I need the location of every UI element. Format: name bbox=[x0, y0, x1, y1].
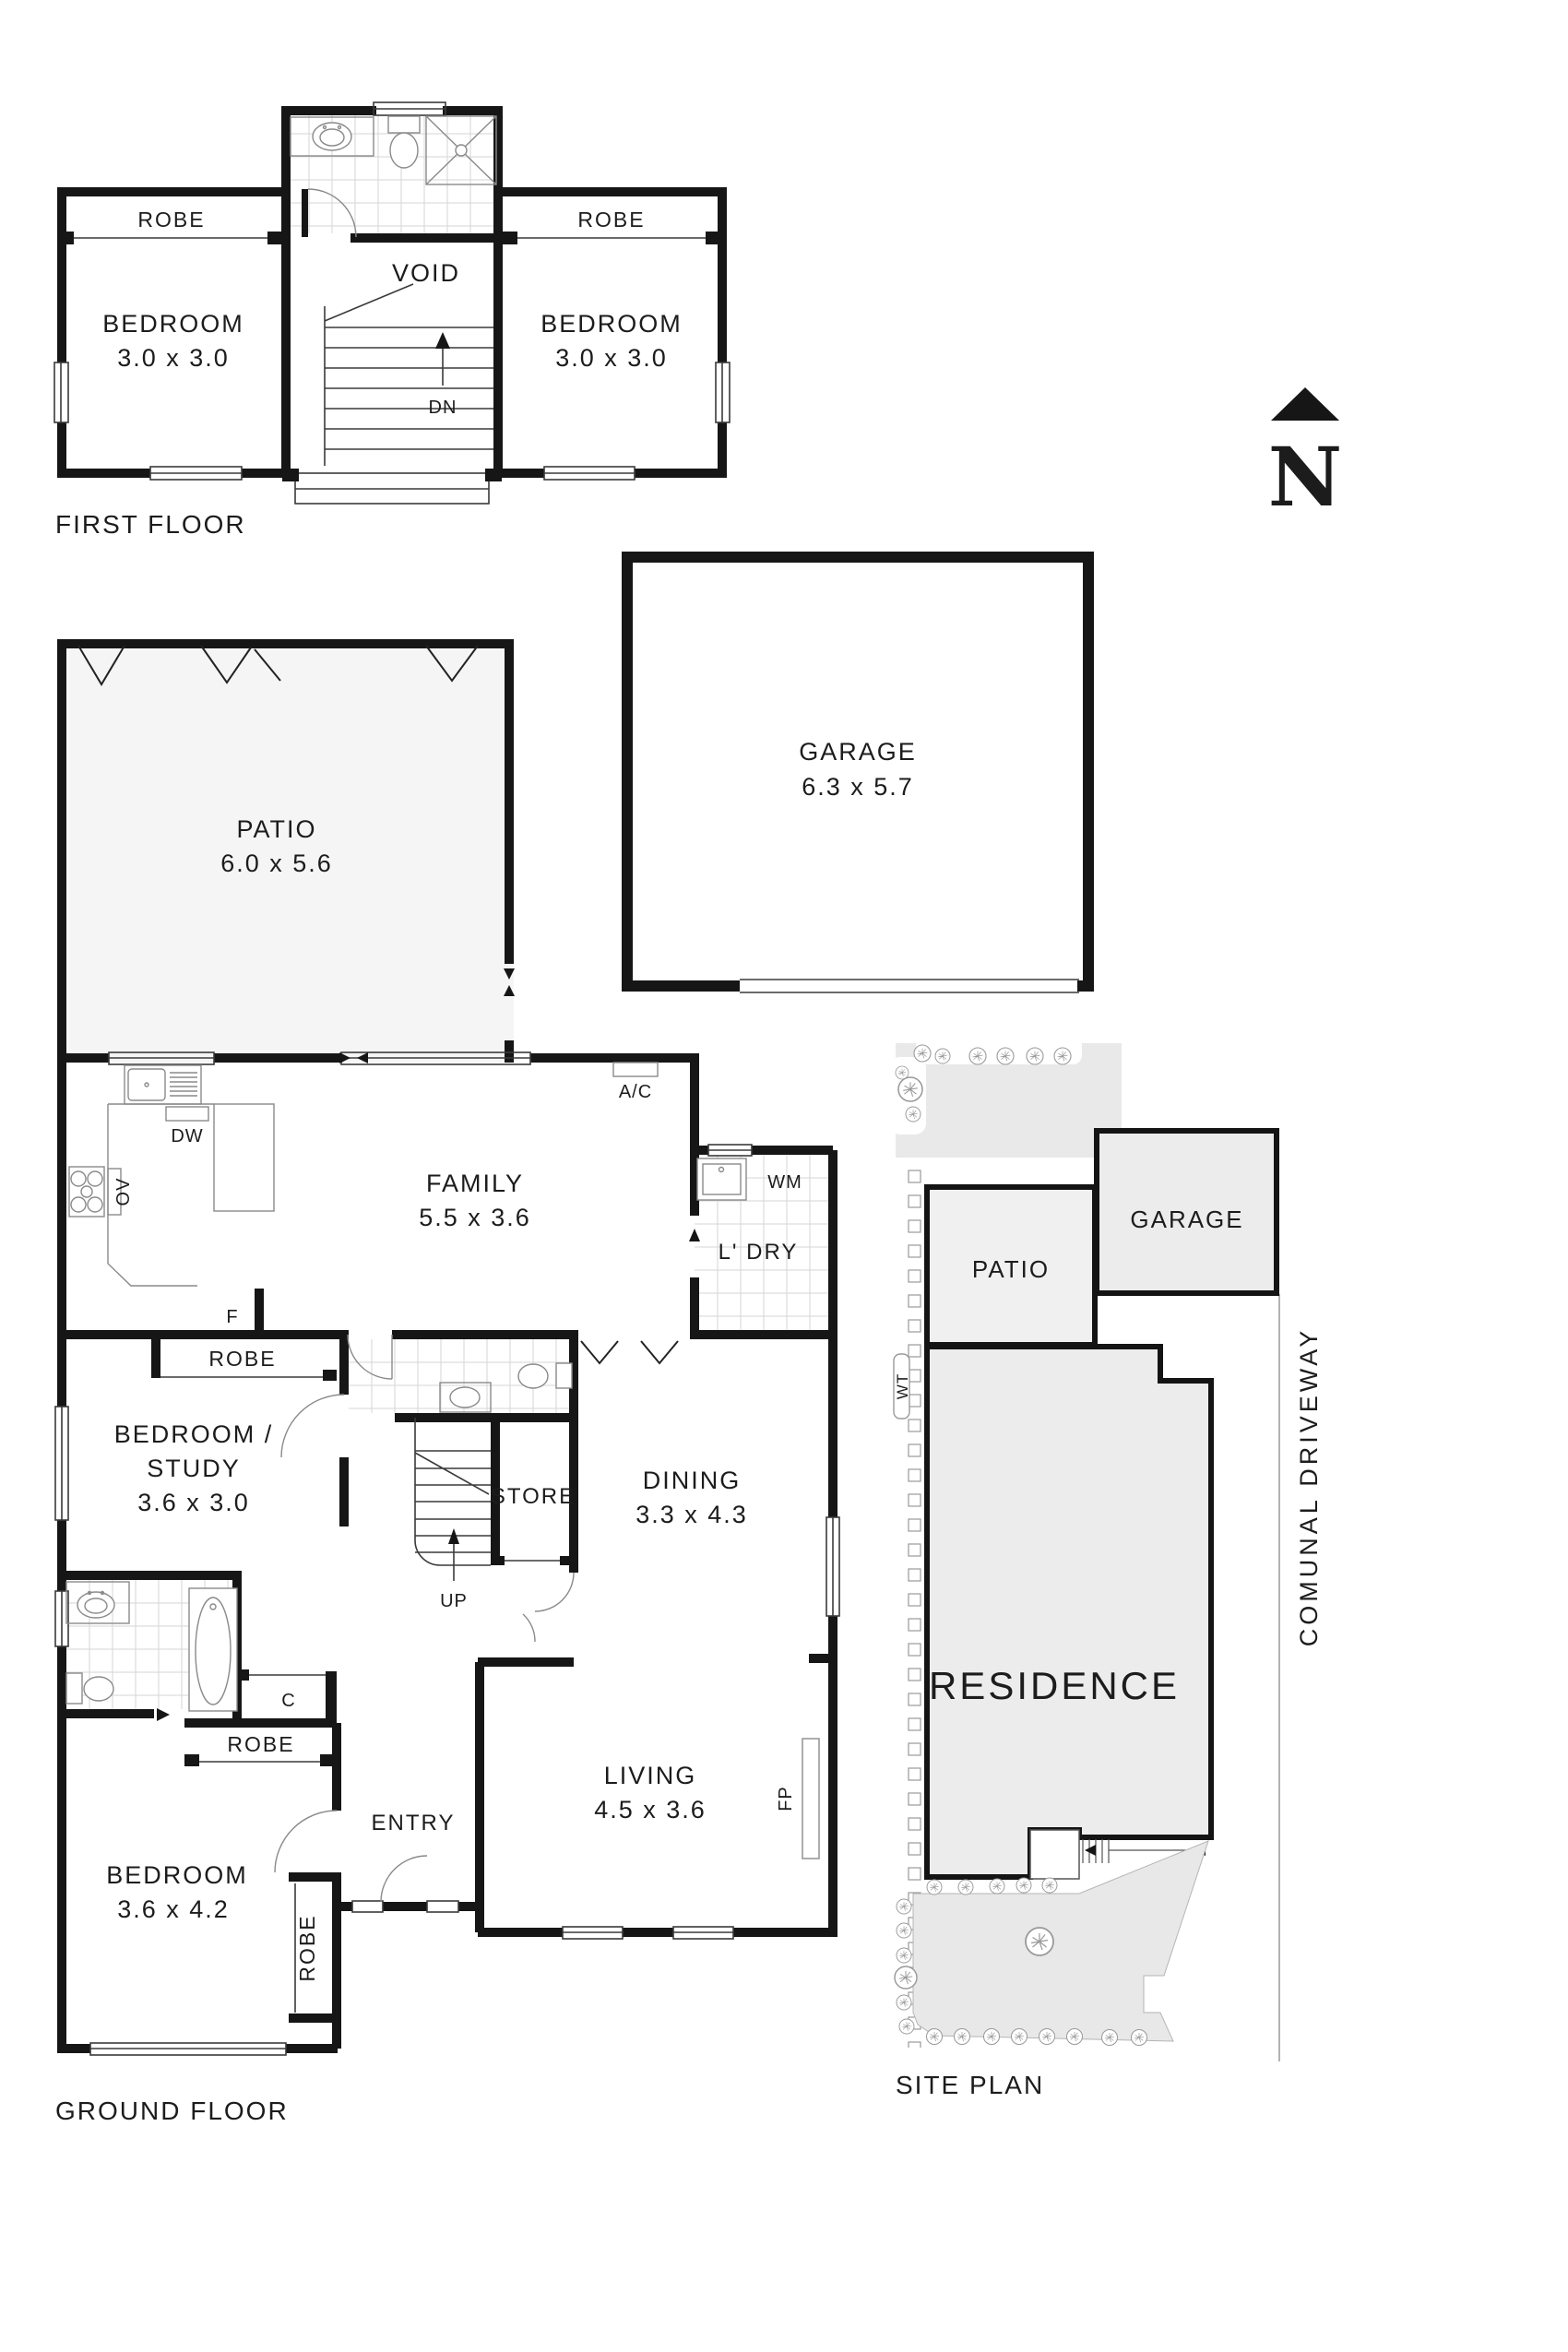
toilet-icon bbox=[517, 1363, 549, 1389]
kitchen-fixtures bbox=[68, 1064, 275, 1335]
dining-label: DINING bbox=[643, 1467, 742, 1494]
family-label: FAMILY bbox=[426, 1170, 524, 1197]
toilet-icon bbox=[387, 115, 421, 134]
first-floor-title: FIRST FLOOR bbox=[55, 510, 246, 539]
garage-door bbox=[740, 979, 1079, 993]
site-plan-title: SITE PLAN bbox=[896, 2071, 1044, 2099]
living-dims: 4.5 x 3.6 bbox=[594, 1796, 707, 1823]
gf-bathroom-fixtures bbox=[65, 1581, 238, 1721]
ff-bath-tiles bbox=[291, 115, 493, 233]
stair-arrow-icon bbox=[448, 1528, 459, 1544]
basin-icon bbox=[77, 1591, 115, 1619]
bedstudy-robe bbox=[151, 1339, 345, 1458]
closet-robe bbox=[184, 1669, 338, 2013]
site-fence-squares bbox=[908, 1170, 921, 2048]
patio-dims: 6.0 x 5.6 bbox=[220, 849, 333, 877]
toilet-icon bbox=[65, 1672, 83, 1705]
ff-robe-right-label: ROBE bbox=[577, 208, 645, 232]
bedroom3-dims: 3.6 x 4.2 bbox=[117, 1895, 230, 1923]
ff-bedroom-right-label: BEDROOM bbox=[540, 310, 683, 338]
ff-walls bbox=[57, 106, 727, 478]
laundry-fixtures bbox=[612, 1062, 747, 1241]
site-backyard-shape bbox=[912, 1840, 1209, 2042]
dishwasher-icon bbox=[165, 1106, 209, 1122]
ff-void-label: VOID bbox=[392, 259, 460, 287]
ff-bedroom-right-dims: 3.0 x 3.0 bbox=[555, 344, 668, 372]
site-garage-shape bbox=[1094, 1128, 1279, 1296]
wm-label: WM bbox=[767, 1172, 802, 1193]
patio-fill bbox=[57, 639, 514, 1063]
site-porch bbox=[1029, 1829, 1080, 1880]
site-residence-label: RESIDENCE bbox=[929, 1664, 1180, 1707]
ff-bedroom-left-dims: 3.0 x 3.0 bbox=[117, 344, 230, 372]
fp-label: FP bbox=[776, 1786, 796, 1812]
north-letter: N bbox=[1268, 429, 1342, 525]
laundry-tiles bbox=[695, 1155, 828, 1331]
entry-label: ENTRY bbox=[372, 1811, 456, 1835]
robe-vertical-label: ROBE bbox=[295, 1914, 319, 1981]
ground-floor-plan: PATIO 6.0 x 5.6 FAMILY 5.5 x 3.6 A/C WM … bbox=[54, 639, 840, 2125]
bedstudy-label1: BEDROOM / bbox=[114, 1420, 274, 1448]
site-plan: GARAGE PATIO RESIDENCE WT COMUNAL DRIVEW… bbox=[889, 1037, 1323, 2099]
ff-robe-left-label: ROBE bbox=[137, 208, 205, 232]
ov-label: OV bbox=[113, 1178, 134, 1206]
site-residence-shape bbox=[924, 1344, 1214, 1880]
ac-unit-icon bbox=[612, 1062, 659, 1077]
bedstudy-label2: STUDY bbox=[147, 1455, 241, 1482]
ground-floor-title: GROUND FLOOR bbox=[55, 2097, 289, 2125]
cooktop-icon bbox=[68, 1166, 105, 1218]
robe-study-label: ROBE bbox=[208, 1347, 276, 1371]
water-tank-label: WT bbox=[894, 1373, 911, 1399]
site-patio-label: PATIO bbox=[972, 1255, 1050, 1283]
up-label: UP bbox=[440, 1591, 468, 1611]
living-label: LIVING bbox=[604, 1762, 697, 1789]
ff-robes bbox=[57, 232, 722, 244]
store-label: STORE bbox=[491, 1484, 576, 1509]
north-arrow: N bbox=[1268, 387, 1342, 525]
laundry-label: L' DRY bbox=[719, 1240, 799, 1265]
communal-driveway-label: COMUNAL DRIVEWAY bbox=[1295, 1327, 1323, 1647]
dining-dims: 3.3 x 4.3 bbox=[636, 1501, 748, 1528]
gf-windows bbox=[54, 968, 840, 2056]
ff-bathroom-fixtures bbox=[290, 115, 497, 238]
first-floor-plan: ROBE ROBE BEDROOM 3.0 x 3.0 BEDROOM 3.0 … bbox=[53, 101, 731, 539]
dw-label: DW bbox=[171, 1126, 203, 1146]
kitchen-bench bbox=[213, 1103, 275, 1212]
hall-door-arc bbox=[522, 1613, 536, 1643]
shower-icon bbox=[425, 115, 497, 185]
ff-stairs bbox=[324, 283, 493, 466]
site-garage-label: GARAGE bbox=[1130, 1206, 1243, 1233]
ac-label: A/C bbox=[619, 1082, 652, 1102]
family-dims: 5.5 x 3.6 bbox=[419, 1204, 531, 1231]
powder-fixtures bbox=[347, 1334, 573, 1413]
gf-stairs bbox=[414, 1418, 575, 1612]
garage-plan: GARAGE 6.3 x 5.7 bbox=[622, 552, 1094, 993]
garage-plan-dims: 6.3 x 5.7 bbox=[802, 773, 914, 801]
patio-label: PATIO bbox=[236, 815, 316, 843]
fireplace-icon bbox=[802, 1738, 820, 1859]
ff-windows bbox=[53, 101, 731, 505]
bedroom3-label: BEDROOM bbox=[106, 1861, 248, 1889]
c-label: C bbox=[281, 1691, 295, 1711]
laundry-tub-icon bbox=[696, 1158, 747, 1201]
water-tank-icon bbox=[893, 1353, 910, 1420]
north-arrow-icon bbox=[1271, 387, 1339, 421]
basin-icon bbox=[449, 1386, 481, 1408]
stair-arrow-icon bbox=[435, 332, 450, 349]
garage-plan-label: GARAGE bbox=[799, 738, 917, 766]
ff-bedroom-left-label: BEDROOM bbox=[102, 310, 244, 338]
garage-walls bbox=[622, 552, 1094, 992]
robe-bed-label: ROBE bbox=[227, 1732, 294, 1756]
bedstudy-dims: 3.6 x 3.0 bbox=[137, 1489, 250, 1516]
bathtub-icon bbox=[188, 1587, 238, 1712]
site-patio-shape bbox=[924, 1184, 1098, 1348]
fridge-label: F bbox=[226, 1307, 238, 1327]
ff-dn-label: DN bbox=[429, 398, 457, 418]
oven-icon bbox=[107, 1168, 122, 1216]
opening-marks bbox=[77, 645, 679, 1365]
